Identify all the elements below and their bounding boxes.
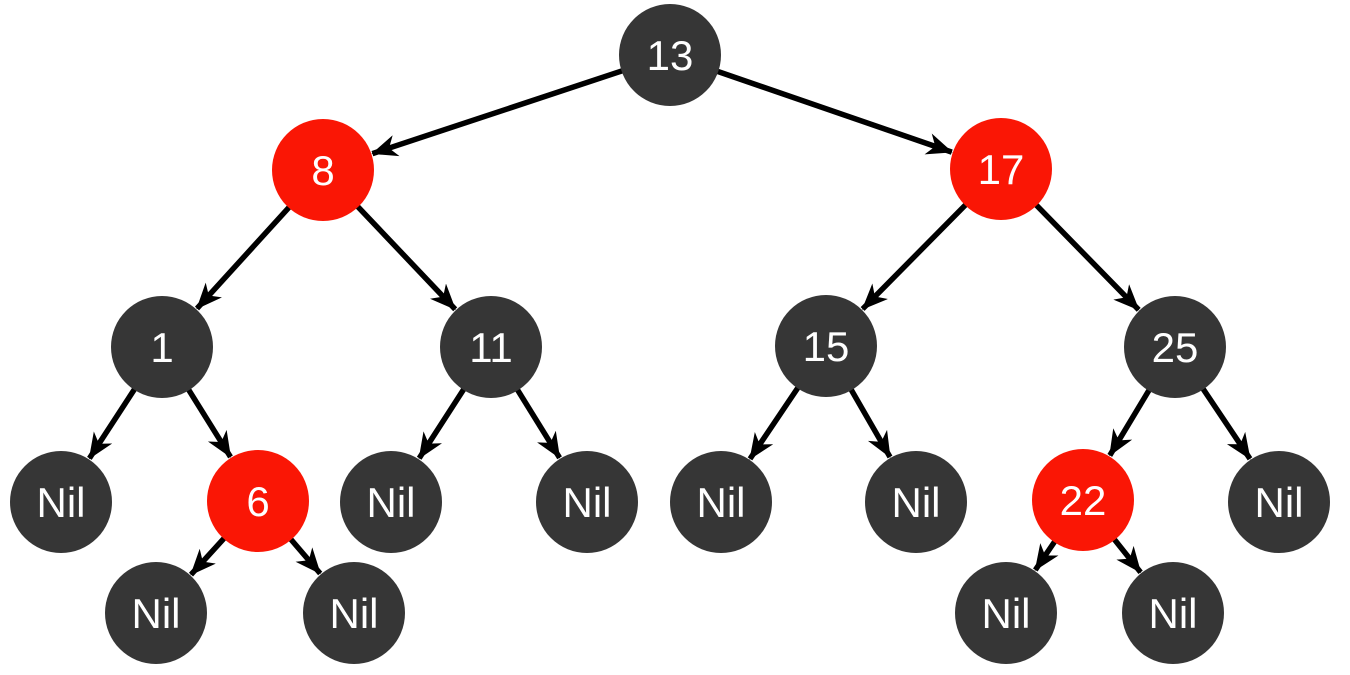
tree-node-nil: Nil xyxy=(105,562,207,664)
tree-node-nil: Nil xyxy=(670,451,772,553)
node-label: Nil xyxy=(1149,590,1198,637)
node-label: 8 xyxy=(311,147,334,194)
tree-node-nil: Nil xyxy=(536,451,638,553)
node-label: Nil xyxy=(1255,479,1304,526)
node-label: 6 xyxy=(246,478,269,525)
node-label: 17 xyxy=(978,146,1025,193)
tree-node-nil: Nil xyxy=(1228,451,1330,553)
black-node-circle xyxy=(1122,562,1224,664)
node-label: 15 xyxy=(803,323,850,370)
black-node-circle xyxy=(1124,296,1226,398)
tree-node-22: 22 xyxy=(1032,449,1134,551)
black-node-circle xyxy=(303,562,405,664)
tree-node-nil: Nil xyxy=(1122,562,1224,664)
tree-node-nil: Nil xyxy=(340,451,442,553)
black-node-circle xyxy=(105,562,207,664)
black-node-circle xyxy=(955,562,1057,664)
tree-node-nil: Nil xyxy=(865,451,967,553)
tree-node-8: 8 xyxy=(272,119,374,221)
red-node-circle xyxy=(207,450,309,552)
black-node-circle xyxy=(865,451,967,553)
black-node-circle xyxy=(1228,451,1330,553)
node-label: Nil xyxy=(37,479,86,526)
black-node-circle xyxy=(775,295,877,397)
node-label: Nil xyxy=(367,479,416,526)
node-label: Nil xyxy=(563,479,612,526)
black-node-circle xyxy=(10,451,112,553)
tree-node-15: 15 xyxy=(775,295,877,397)
red-node-circle xyxy=(272,119,374,221)
node-label: 25 xyxy=(1152,324,1199,371)
tree-edge-n13-n8 xyxy=(371,52,671,157)
black-node-circle xyxy=(536,451,638,553)
node-label: Nil xyxy=(330,590,379,637)
tree-node-nil: Nil xyxy=(303,562,405,664)
tree-node-13: 13 xyxy=(619,4,721,106)
black-node-circle xyxy=(440,296,542,398)
black-node-circle xyxy=(340,451,442,553)
tree-node-6: 6 xyxy=(207,450,309,552)
tree-node-nil: Nil xyxy=(10,451,112,553)
node-label: Nil xyxy=(892,479,941,526)
node-label: 22 xyxy=(1060,477,1107,524)
black-node-circle xyxy=(619,4,721,106)
node-label: Nil xyxy=(697,479,746,526)
black-node-circle xyxy=(670,451,772,553)
tree-node-11: 11 xyxy=(440,296,542,398)
tree-node-1: 1 xyxy=(111,296,213,398)
tree-node-25: 25 xyxy=(1124,296,1226,398)
tree-node-nil: Nil xyxy=(955,562,1057,664)
node-label: 1 xyxy=(150,324,173,371)
node-label: 11 xyxy=(469,324,513,371)
node-label: 13 xyxy=(647,32,694,79)
red-node-circle xyxy=(1032,449,1134,551)
node-label: Nil xyxy=(132,590,181,637)
tree-node-17: 17 xyxy=(950,118,1052,220)
red-node-circle xyxy=(950,118,1052,220)
black-node-circle xyxy=(111,296,213,398)
node-label: Nil xyxy=(982,590,1031,637)
